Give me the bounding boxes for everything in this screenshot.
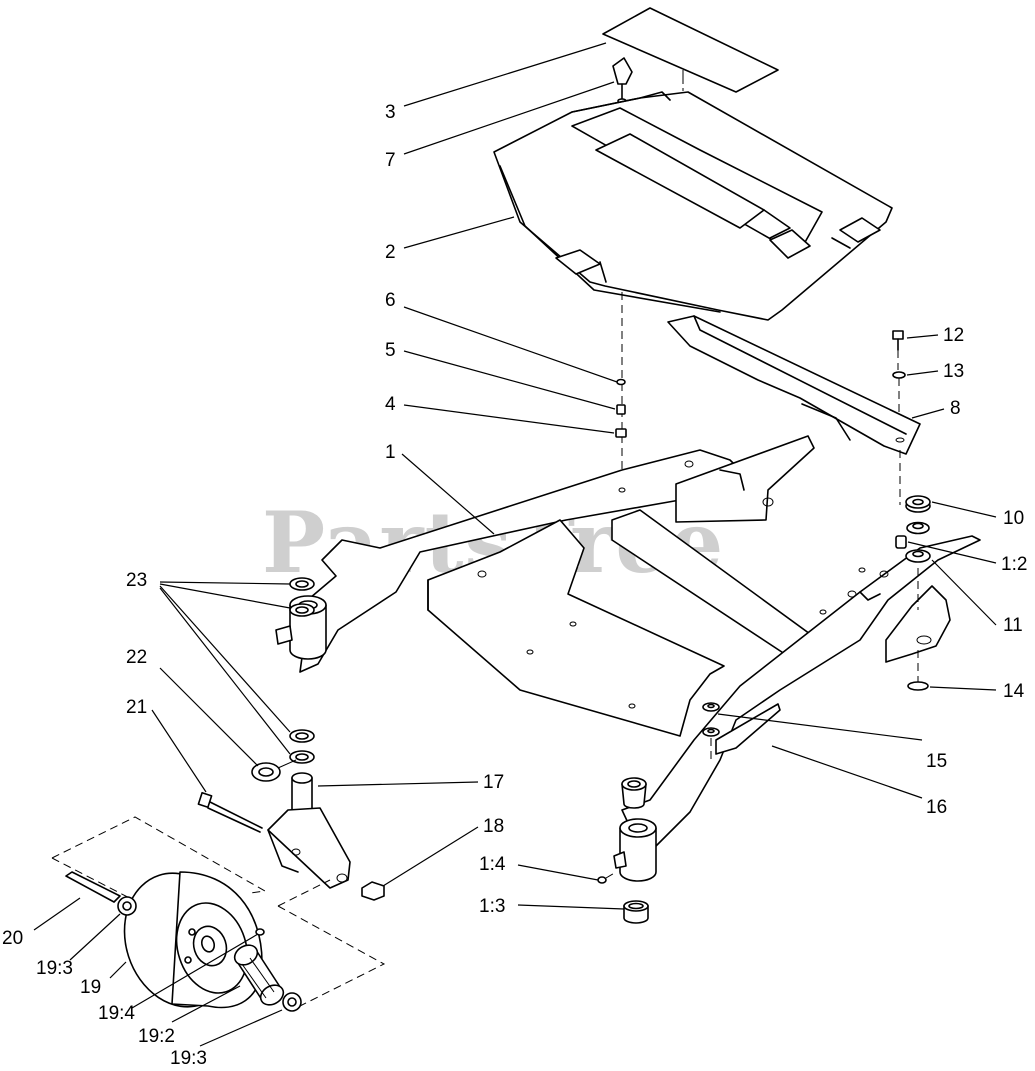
callout-18: 18 bbox=[483, 816, 504, 837]
callout-19: 19 bbox=[80, 977, 101, 998]
callout-labels: 3 7 2 6 5 4 1 12 13 8 10 1:2 11 14 23 22… bbox=[2, 102, 1027, 1069]
part-washer-6 bbox=[616, 378, 626, 386]
leader-lines bbox=[33, 42, 997, 1047]
part-clip-14 bbox=[907, 650, 929, 691]
part-grease-fitting-19-4 bbox=[255, 928, 265, 936]
assembly-outline bbox=[51, 816, 386, 1007]
part-main-frame bbox=[275, 435, 981, 882]
part-bolt-12 bbox=[892, 330, 904, 370]
part-caster-fork-17 bbox=[267, 772, 351, 889]
part-grease-fitting-1-4 bbox=[597, 871, 617, 884]
part-ring-clip-22 bbox=[251, 759, 297, 782]
callout-19-3b: 19:3 bbox=[170, 1048, 207, 1069]
callout-1: 1 bbox=[385, 442, 396, 463]
callout-4: 4 bbox=[385, 394, 396, 415]
part-bearing-19-3a bbox=[117, 896, 137, 916]
callout-19-3a: 19:3 bbox=[36, 958, 73, 979]
callout-11: 11 bbox=[1003, 615, 1023, 636]
callout-7: 7 bbox=[385, 150, 396, 171]
callout-17: 17 bbox=[483, 772, 504, 793]
part-spacer-5 bbox=[616, 404, 626, 415]
callout-2: 2 bbox=[385, 242, 396, 263]
part-bracket-plate bbox=[667, 315, 921, 505]
part-nut-18 bbox=[361, 881, 385, 901]
part-floor-pan bbox=[493, 91, 893, 490]
callout-19-2: 19:2 bbox=[138, 1026, 175, 1047]
part-bushing-top-right bbox=[621, 777, 647, 809]
part-washer-15 bbox=[702, 702, 720, 760]
callout-21: 21 bbox=[126, 697, 147, 718]
part-nut-4 bbox=[615, 428, 627, 438]
callout-8: 8 bbox=[950, 398, 961, 419]
part-bearing-19-3b bbox=[282, 992, 302, 1012]
callout-5: 5 bbox=[385, 340, 396, 361]
callout-1-2: 1:2 bbox=[1001, 554, 1027, 575]
callout-23: 23 bbox=[126, 570, 147, 591]
callout-20: 20 bbox=[2, 928, 23, 949]
part-wheel-19 bbox=[123, 871, 263, 1009]
callout-19-4: 19:4 bbox=[98, 1003, 135, 1024]
callout-1-3: 1:3 bbox=[479, 896, 505, 917]
part-bolt-21 bbox=[197, 791, 263, 833]
part-roller-bearing-19-2 bbox=[233, 944, 285, 1006]
part-bushing-1-3 bbox=[623, 900, 649, 924]
part-spacer-1-2 bbox=[895, 535, 907, 549]
callout-15: 15 bbox=[926, 751, 947, 772]
part-key bbox=[612, 57, 633, 104]
callout-12: 12 bbox=[943, 325, 964, 346]
callout-1-4: 1:4 bbox=[479, 854, 506, 875]
part-bushing-10 bbox=[905, 495, 931, 535]
callout-22: 22 bbox=[126, 647, 147, 668]
callout-14: 14 bbox=[1003, 681, 1025, 702]
callout-16: 16 bbox=[926, 797, 947, 818]
callout-10: 10 bbox=[1003, 508, 1024, 529]
callout-13: 13 bbox=[943, 361, 964, 382]
part-washer-11 bbox=[905, 549, 931, 610]
callout-3: 3 bbox=[385, 102, 396, 123]
callout-6: 6 bbox=[385, 290, 396, 311]
part-axle-20 bbox=[65, 871, 121, 903]
